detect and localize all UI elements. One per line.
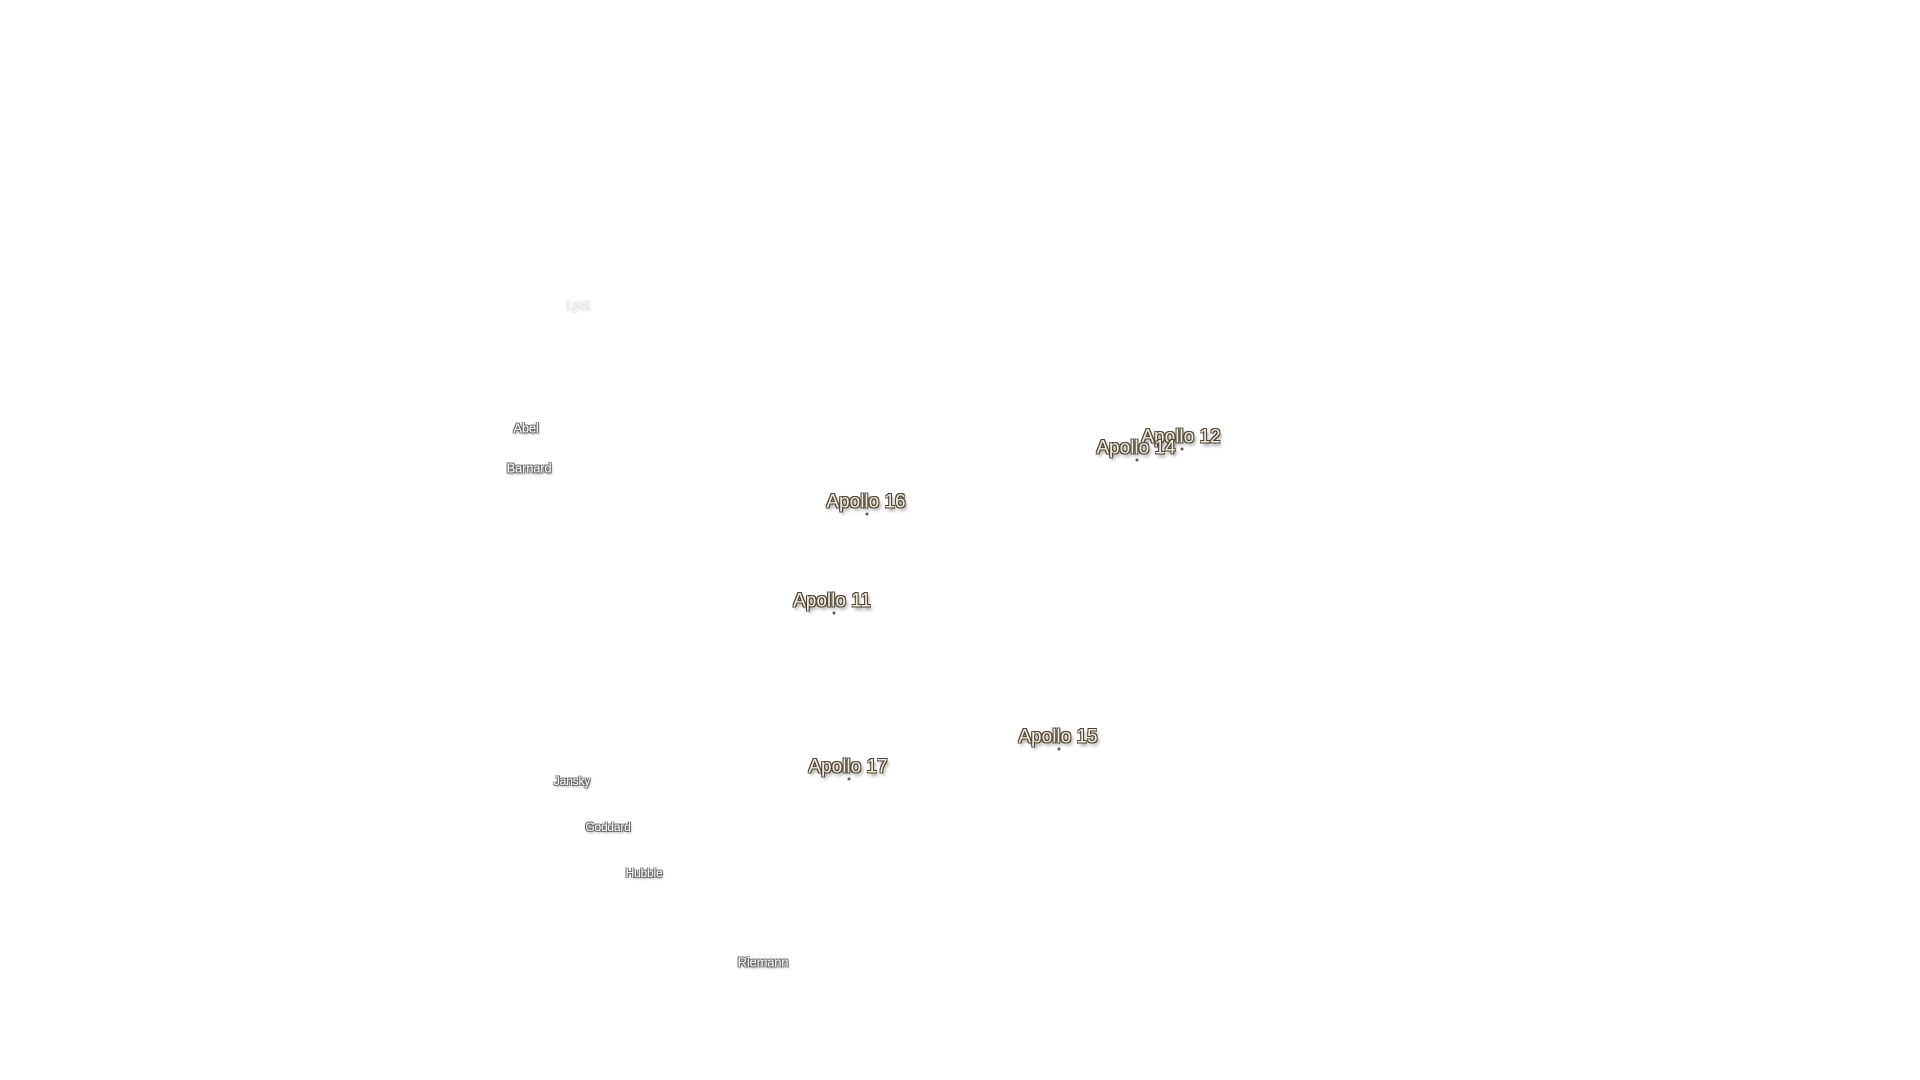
landing-site-label-apollo-12[interactable]: Apollo 12 [1141, 426, 1221, 448]
landing-site-marker-apollo-14[interactable] [1135, 458, 1139, 462]
crater-label-abel[interactable]: Abel [513, 420, 539, 436]
crater-label-riemann[interactable]: Riemann [737, 954, 789, 970]
crater-label-goddard[interactable]: Goddard [585, 820, 631, 834]
crater-label-barnard[interactable]: Barnard [506, 460, 552, 476]
landing-site-marker-apollo-12[interactable] [1180, 447, 1184, 451]
landing-site-label-apollo-15[interactable]: Apollo 15 [1018, 726, 1098, 748]
landing-site-label-apollo-16[interactable]: Apollo 16 [826, 491, 906, 513]
crater-label-hubble[interactable]: Hubble [625, 866, 663, 880]
landing-site-label-apollo-11[interactable]: Apollo 11 [793, 590, 871, 612]
crater-label-jansky[interactable]: Jansky [553, 774, 591, 788]
landing-site-marker-apollo-16[interactable] [865, 512, 869, 516]
landing-site-marker-apollo-11[interactable] [832, 611, 836, 615]
landing-site-marker-apollo-15[interactable] [1057, 747, 1061, 751]
landing-site-label-apollo-17[interactable]: Apollo 17 [808, 756, 888, 778]
crater-label-lyot[interactable]: Lyot [566, 297, 590, 313]
landing-site-label-apollo-14[interactable]: Apollo 14 [1096, 437, 1176, 459]
landing-site-marker-apollo-17[interactable] [847, 777, 851, 781]
